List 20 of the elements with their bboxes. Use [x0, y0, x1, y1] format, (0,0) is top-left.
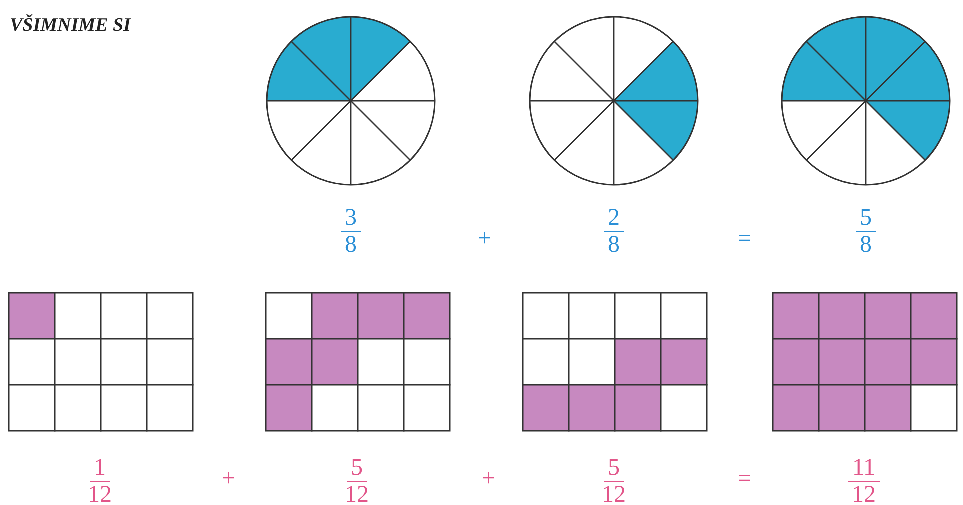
operator: =: [738, 466, 752, 492]
operator: +: [222, 466, 236, 492]
fraction-circle-drawing: [528, 15, 700, 187]
fraction: 5 8: [846, 205, 886, 258]
fraction-grid-drawing: [522, 292, 708, 432]
fraction-grid-drawing: [772, 292, 958, 432]
heading: VŠIMNIME SI: [10, 14, 131, 38]
fraction: 5 12: [601, 455, 627, 505]
operator: =: [738, 226, 752, 252]
fraction-grid-drawing: [265, 292, 451, 432]
fraction-circle-drawing: [265, 15, 437, 187]
operator: +: [482, 466, 496, 492]
fraction: 11 12: [844, 455, 884, 505]
fraction: 2 8: [594, 205, 634, 258]
fraction-grid-drawing: [8, 292, 194, 432]
fraction: 1 12: [87, 455, 113, 505]
operator: +: [478, 226, 492, 252]
fraction: 5 12: [344, 455, 370, 505]
fraction-circle-drawing: [780, 15, 952, 187]
fraction: 3 8: [331, 205, 371, 258]
